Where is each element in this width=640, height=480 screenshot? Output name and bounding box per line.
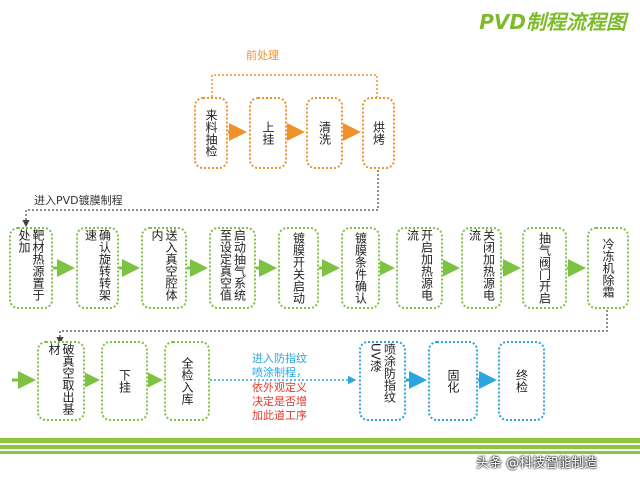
note-fingerprint: 进入防指纹 喷涂制程， — [252, 352, 307, 379]
step-hang: 上挂 — [249, 97, 287, 169]
step-defrost: 冷冻机除霜 — [587, 227, 629, 309]
step-spray-uv: 喷涂防指纹UV漆 — [359, 341, 406, 421]
stage-label: 进入PVD镀膜制程 — [34, 194, 123, 207]
step-target-heat-source: 靶材热源置于处加 — [9, 227, 53, 309]
step-pump-vacuum: 启动抽气系统至设定真空值 — [209, 227, 256, 309]
step-incoming-inspection: 来料抽检 — [194, 97, 228, 169]
step-heat-on: 开启加热源电流 — [396, 227, 443, 309]
connector-r1-r2 — [22, 170, 379, 228]
step-unhang: 下挂 — [101, 341, 148, 421]
connector-r2-r3 — [56, 310, 608, 345]
footer-stripe — [0, 445, 640, 449]
step-clean: 清洗 — [306, 97, 343, 169]
watermark: 头条 @科技智能制造 — [476, 456, 598, 471]
step-open-valve: 抽气阀门开启 — [522, 227, 567, 309]
note-condition: 依外观定义 决定是否增 加此道工序 — [252, 381, 307, 422]
step-break-vacuum: 破真空取出基材 — [37, 341, 85, 421]
footer-stripe — [0, 438, 640, 443]
footer-stripe — [0, 451, 640, 454]
step-confirm-conditions: 镀膜条件确认 — [341, 227, 380, 309]
step-cure: 固化 — [428, 341, 478, 421]
pre-processing-label: 前处理 — [246, 49, 279, 62]
step-bake: 烘烤 — [362, 97, 395, 169]
step-coating-switch: 镀膜开关启动 — [278, 227, 319, 309]
step-heat-off: 关闭加热源电流 — [461, 227, 502, 309]
step-final-inspection: 终检 — [498, 341, 545, 421]
pre-bracket — [211, 74, 378, 97]
step-confirm-rotation: 确认旋转转架速 — [76, 227, 119, 309]
step-load-chamber: 送入真空腔体内 — [141, 227, 187, 309]
step-full-inspection: 全检入库 — [164, 341, 210, 421]
page-title: PVD制程流程图 — [479, 10, 626, 34]
